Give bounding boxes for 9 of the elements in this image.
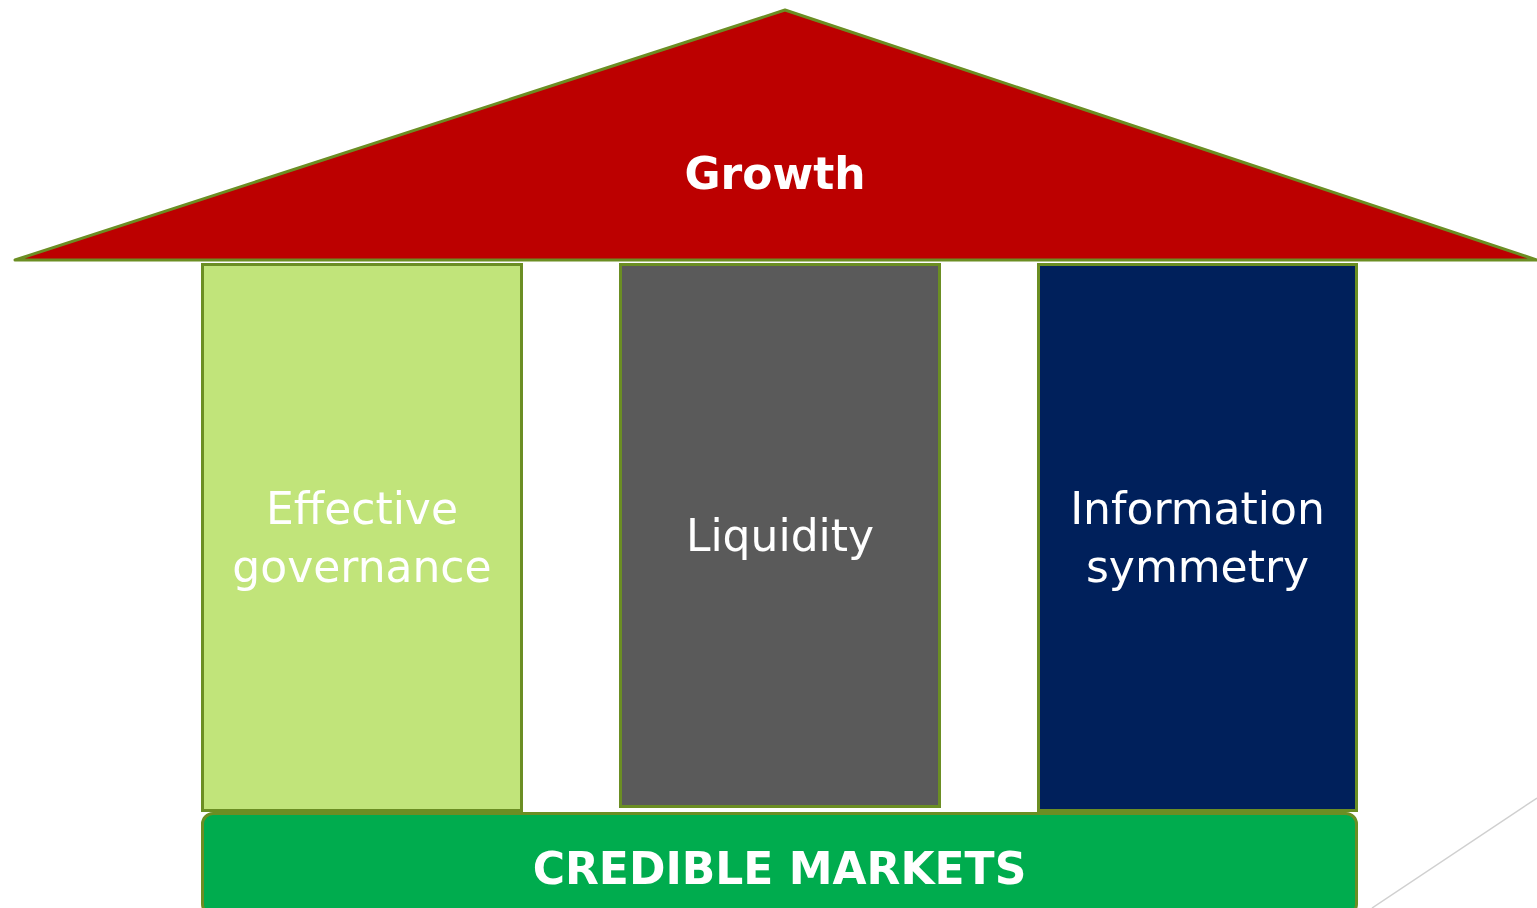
pillar-label: Information symmetry (1069, 482, 1326, 594)
pillar-box (619, 263, 941, 808)
pillar-label: Liquidity (684, 508, 876, 563)
pillar-box (201, 263, 523, 812)
pillar-label: Effective governance (231, 482, 493, 594)
base-bar (201, 812, 1358, 908)
base-label: CREDIBLE MARKETS (531, 842, 1028, 897)
roof-label: Growth (684, 148, 866, 199)
pillar-box (1037, 263, 1358, 812)
